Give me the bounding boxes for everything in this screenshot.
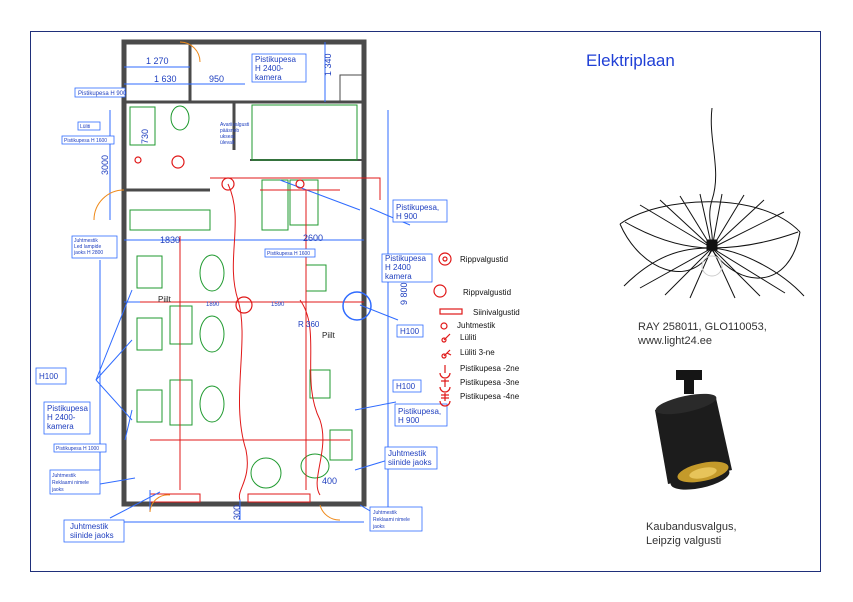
dim-label: 1 270: [146, 56, 169, 66]
callout-text: ukseat: [220, 134, 235, 140]
drawing-frame: [30, 31, 821, 572]
callout-text: Piilt: [322, 331, 336, 340]
callout-text: Juhtmestik: [373, 510, 397, 516]
dim-label: 1590: [271, 302, 285, 308]
callout-text: Led lampide: [74, 244, 101, 250]
legend-label: Rippvalgustid: [460, 255, 508, 264]
page-title: Elektriplaan: [586, 51, 675, 70]
callout-text: Pistikupesa,: [396, 203, 439, 212]
callout-text: Juhtmestik: [388, 449, 427, 458]
socket-4-icon: [439, 393, 451, 407]
callout-text: Reklaami nimele: [52, 480, 89, 486]
dim-label: 1890: [206, 302, 220, 308]
callouts: [35, 53, 448, 543]
switch-icon: [441, 333, 451, 343]
callout-text: Juhtmestik: [70, 522, 109, 531]
callout-text: H 2400-: [255, 64, 284, 73]
pendant-light-icon: [438, 252, 452, 266]
callout-text: jaoks: [372, 524, 385, 530]
switch-3-icon: [441, 349, 452, 359]
product-2-name: Leipzig valgusti: [646, 535, 722, 547]
callout-text: Avariivalgusti: [220, 122, 249, 128]
callout-text: H100: [39, 372, 59, 381]
callout-text: H 900: [396, 212, 418, 221]
callout-text: kamera: [385, 272, 412, 281]
callout-text: H 900: [398, 416, 420, 425]
callout-text: Pistikupesa H 1000: [56, 446, 99, 452]
light-symbols: [134, 155, 305, 314]
pendant-lamp-image: [619, 107, 805, 299]
dim-label: 950: [209, 74, 224, 84]
callout-text: Pistikupesa H 900: [78, 91, 127, 97]
callout-text: H100: [400, 327, 420, 336]
wiring: [140, 177, 381, 501]
callout-text: ülevalt: [220, 140, 235, 146]
socket-3-icon: [439, 379, 451, 393]
product-1-model: RAY 258011, GLO110053,: [638, 321, 767, 333]
dim-label: 1830: [160, 235, 180, 245]
dim-label: 9 800: [399, 282, 409, 305]
callout-text: siinide jaoks: [388, 458, 432, 467]
pendant-light-icon-inner: [442, 256, 448, 262]
legend-label: Lüliti: [460, 333, 477, 342]
legend-label: Pistikupesa -2ne: [460, 364, 520, 373]
dim-label: 730: [140, 129, 150, 144]
track-light-icon: [439, 308, 463, 315]
hanging-lamp-symbol: [342, 291, 372, 321]
callout-text: Pistikupesa: [385, 254, 426, 263]
callout-text: kamera: [255, 73, 282, 82]
callout-text: Reklaami nimele: [373, 517, 410, 523]
legend-label: Siinivalgustid: [473, 308, 520, 317]
callout-text: H100: [396, 382, 416, 391]
callout-text: jaoks: [51, 487, 64, 493]
legend-label: Lüliti 3-ne: [460, 348, 495, 357]
dim-label: 400: [322, 476, 337, 486]
track-spotlight-image: [655, 370, 732, 490]
callout-text: Pistikupesa: [255, 55, 296, 64]
dimension-labels: 1 270 1 630 950 1 340 3000 1830 2600 9 8…: [100, 53, 409, 520]
callout-text: Pistikupesa H 1600: [267, 251, 310, 257]
furniture: [136, 105, 353, 503]
wiring-icon: [440, 322, 448, 330]
callout-text: Piilt: [158, 295, 172, 304]
callout-text: kamera: [47, 422, 74, 431]
pendant-light-icon-2: [433, 284, 447, 298]
callout-text: Pistikupesa H 1600: [64, 138, 107, 144]
door-swings: [93, 41, 341, 521]
callout-text: pääsneb: [220, 128, 239, 134]
product-2-type: Kaubandusvalgus,: [646, 521, 737, 533]
callout-text: Juhtmestik: [52, 473, 76, 479]
product-1-caption: RAY 258011, GLO110053, www.light24.ee: [638, 320, 808, 348]
legend-label: Rippvalgustid: [463, 288, 511, 297]
callout-text: H 2400: [385, 263, 411, 272]
legend-labels: Rippvalgustid Rippvalgustid Siinivalgust…: [457, 255, 520, 401]
walls: [121, 39, 367, 507]
callout-text: jaoks H 2800: [73, 250, 103, 256]
legend-label: Pistikupesa -4ne: [460, 392, 520, 401]
callout-text: H 2400-: [47, 413, 76, 422]
product-1-url: www.light24.ee: [638, 335, 712, 347]
callout-labels: Pistikupesa H 900 Pistikupesa H 2400- ka…: [39, 55, 441, 540]
legend-symbols: [433, 252, 463, 407]
callout-text: Juhtmestik: [74, 238, 98, 244]
callout-text: Pistikupesa,: [398, 407, 441, 416]
dim-label: 2600: [303, 233, 323, 243]
dim-label: 300: [232, 505, 242, 520]
product-2-caption: Kaubandusvalgus, Leipzig valgusti: [646, 520, 776, 548]
dim-label: 1 630: [154, 74, 177, 84]
callout-text: Pistikupesa: [47, 404, 88, 413]
legend-label: Juhtmestik: [457, 321, 496, 330]
callout-text: Lüliti: [80, 124, 90, 130]
callout-text: siinide jaoks: [70, 531, 114, 540]
dim-label: 3000: [100, 155, 110, 175]
socket-2-icon: [439, 365, 451, 379]
callout-text: R 360: [298, 320, 320, 329]
legend-label: Pistikupesa -3ne: [460, 378, 520, 387]
dim-label: 1 340: [323, 53, 333, 76]
